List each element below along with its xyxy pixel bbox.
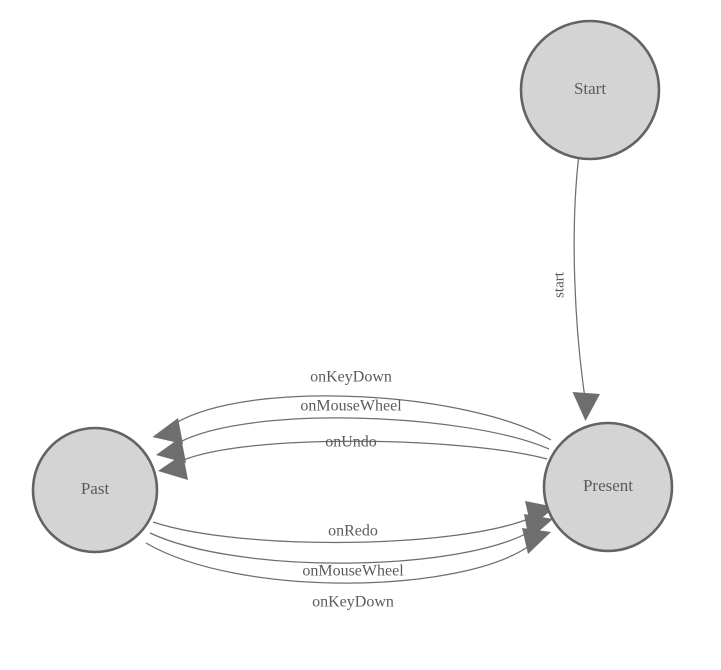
edge-present-to-past-onkeydown[interactable]: [152, 395, 552, 444]
edge-present-to-past-onmousewheel[interactable]: [156, 417, 550, 463]
arrowhead-into-present-onkeydown: [522, 528, 551, 554]
edge-label-present-to-past-onkeydown: onKeyDown: [310, 369, 392, 386]
edge-label-past-to-present-onkeydown: onKeyDown: [312, 594, 394, 611]
edge-present-to-past-onundo-path: [180, 440, 548, 462]
edge-past-to-present-onkeydown[interactable]: [145, 528, 551, 584]
edge-present-to-past-onkeydown-path: [173, 395, 552, 441]
edge-past-to-present-onmousewheel-path: [149, 530, 532, 564]
arrowhead-into-past-onkeydown: [152, 418, 183, 444]
node-past-label: Past: [81, 479, 110, 498]
node-present[interactable]: Present: [542, 421, 674, 553]
edge-past-to-present-onkeydown-path: [145, 542, 530, 584]
edge-label-present-to-past-onmousewheel: onMouseWheel: [300, 398, 402, 415]
arrowhead-into-past-onundo: [158, 454, 188, 480]
node-start-circle: [519, 19, 661, 161]
node-past-circle: [31, 426, 159, 554]
node-start-label: Start: [574, 79, 606, 98]
node-present-circle: [542, 421, 674, 553]
edge-start-to-present[interactable]: [572, 158, 601, 422]
arrowhead-into-present-from-start: [572, 392, 600, 421]
edge-label-present-to-past-onundo: onUndo: [325, 434, 377, 451]
edge-present-to-past-onundo[interactable]: [158, 440, 548, 480]
edge-past-to-present-onredo-path: [152, 516, 534, 544]
node-start[interactable]: Start: [519, 19, 661, 161]
node-present-label: Present: [583, 476, 633, 495]
edge-present-to-past-onmousewheel-path: [177, 417, 550, 450]
edge-label-past-to-present-onmousewheel: onMouseWheel: [302, 563, 404, 580]
arrowhead-into-past-onmousewheel: [156, 437, 186, 463]
edge-start-to-present-path: [573, 158, 586, 399]
edge-label-past-to-present-onredo: onRedo: [328, 523, 378, 540]
node-past[interactable]: Past: [31, 426, 159, 554]
edge-label-start: start: [551, 271, 567, 298]
